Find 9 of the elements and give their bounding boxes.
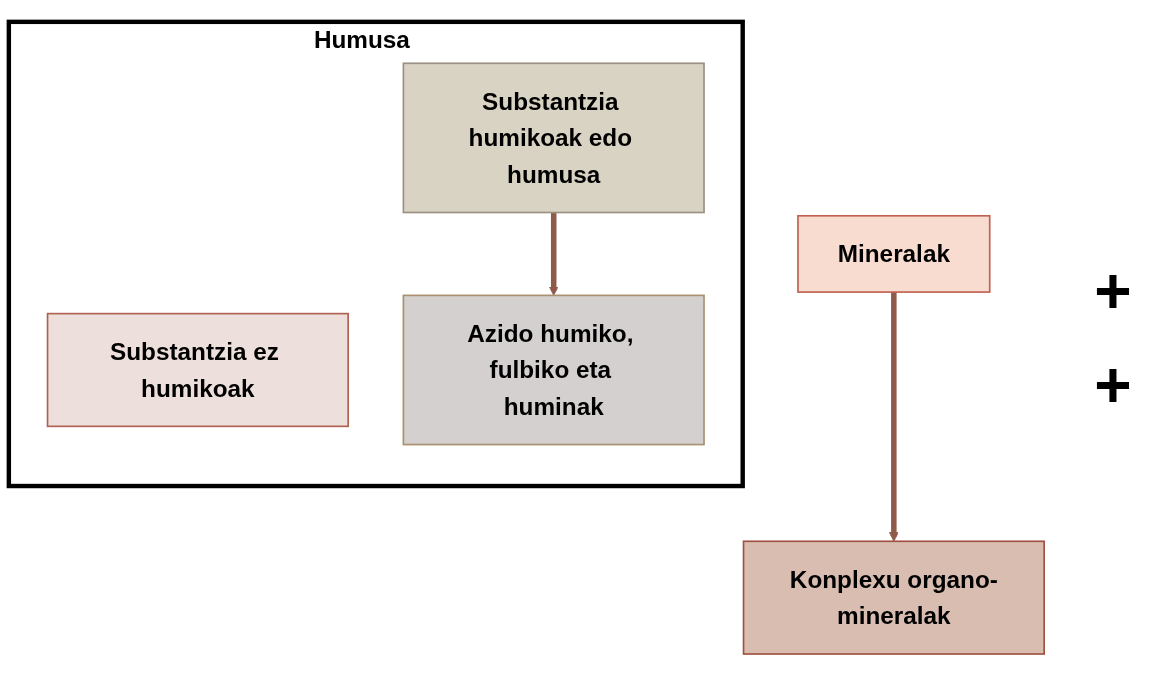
node-box: Mineralak — [797, 214, 991, 293]
node-box: Konplexu organo-mineralak — [742, 540, 1045, 655]
node-box: Substantzia ez humikoak — [46, 312, 349, 427]
arrow — [548, 212, 559, 296]
node-box: Azido humiko, fulbiko eta huminak — [402, 294, 705, 445]
plus-sign: + — [1094, 352, 1132, 417]
arrow — [889, 291, 899, 542]
node-box: Substantzia humikoak edo humusa — [402, 62, 705, 213]
plus-sign: + — [1094, 258, 1132, 323]
